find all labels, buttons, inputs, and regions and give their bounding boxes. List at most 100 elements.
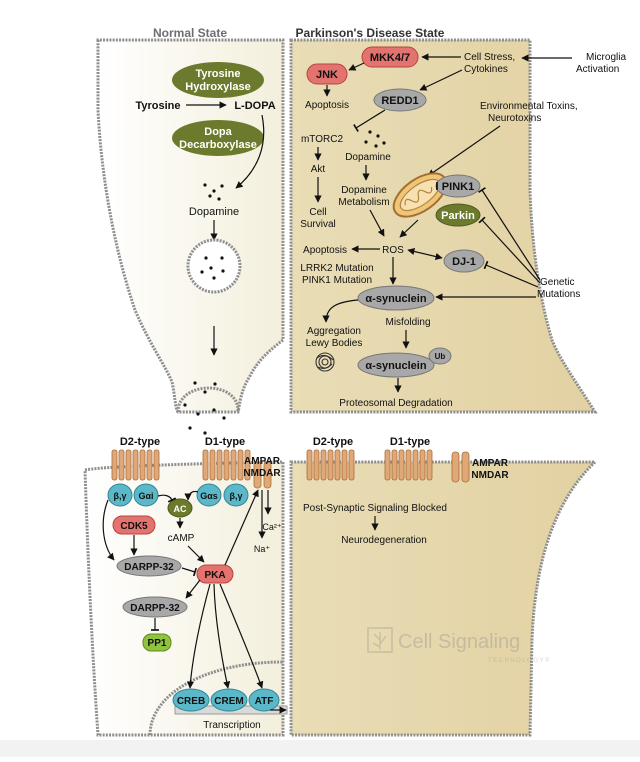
beta-gamma-node-1 <box>107 483 133 507</box>
apoptosis-label: Apoptosis <box>303 245 347 256</box>
header-pd: Parkinson's Disease State <box>296 26 445 40</box>
cdk5-label: CDK5 <box>120 521 148 532</box>
ca-label: Ca²⁺ <box>262 522 282 532</box>
aggregation-label-1: Aggregation <box>307 326 361 337</box>
camp-to-pka-arrow <box>187 545 205 563</box>
nucleus <box>148 660 284 736</box>
mkk-to-jnk-arrow <box>348 62 365 71</box>
dopa-decarboxylase-label-1: Dopa <box>204 126 232 138</box>
na-label: Na⁺ <box>254 544 271 554</box>
vesicle-dopamine-dots <box>200 256 225 280</box>
pink1-label: PINK1 <box>442 181 474 193</box>
nmdar-label-left: NMDAR <box>243 468 281 479</box>
jnk-node <box>306 63 348 85</box>
ros-label: ROS <box>382 245 404 256</box>
darpp32-label-2: DARPP-32 <box>130 603 180 614</box>
camp-label: cAMP <box>168 533 195 544</box>
ac-node <box>167 498 193 518</box>
beta-gamma-label-2: β,γ <box>230 491 243 501</box>
watermark-name: Cell Signaling <box>398 631 520 653</box>
darpp32-node-1 <box>116 555 182 577</box>
cell-stress-label-1: Cell Stress, <box>464 52 515 63</box>
genetic-mutations-label-2: Mutations <box>537 289 580 300</box>
jnk-label: JNK <box>316 69 338 81</box>
d1-type-label-right: D1-type <box>390 436 430 448</box>
cdk5-node <box>112 515 156 535</box>
d2-receptor-right <box>306 449 355 481</box>
synuclein-to-aggregation-arrow <box>322 299 359 323</box>
ub-tag <box>428 347 452 365</box>
crem-label: CREM <box>214 696 243 707</box>
creb-node <box>172 688 210 712</box>
atf-label: ATF <box>255 696 274 707</box>
cell-signaling-logo: Cell Signaling TECHNOLOGY® <box>367 627 549 664</box>
ldopa-label: L-DOPA <box>234 100 275 112</box>
released-dopamine-dots <box>183 381 226 435</box>
aggregation-label-2: Lewy Bodies <box>306 338 363 349</box>
dopamine-metabolism-label-1: Dopamine <box>341 185 387 196</box>
alpha-synuclein-ub-node <box>357 352 435 378</box>
dopamine-label-left: Dopamine <box>189 206 239 218</box>
beta-gamma-label-1: β,γ <box>114 491 127 501</box>
dj1-label: DJ-1 <box>452 256 476 268</box>
mutation-inhibits-parkin <box>478 216 541 284</box>
footer-band <box>0 740 640 757</box>
redd1-inhibits-mtorc2 <box>353 109 386 133</box>
pka-label: PKA <box>204 570 225 581</box>
postsynaptic-neuron-pd <box>289 460 599 737</box>
proteosomal-label: Proteosomal Degradation <box>339 398 452 409</box>
ampar-label-left: AMPAR <box>244 456 281 467</box>
tyrosine-hydroxylase-label-1: Tyrosine <box>195 68 240 80</box>
gas-activates-ac <box>184 490 199 501</box>
stress-to-redd1-arrow <box>419 69 463 91</box>
neurodegeneration-label: Neurodegeneration <box>341 535 427 546</box>
mitochondria-to-ros-arrow <box>399 219 419 238</box>
lrrk2-mutation-label-1: LRRK2 Mutation <box>300 263 373 274</box>
alpha-synuclein-ub-label: α-synuclein <box>365 360 426 372</box>
cell-stress-label-2: Cytokines <box>464 64 508 75</box>
pka-to-atf-arrow <box>219 583 264 689</box>
nmdar-label-right: NMDAR <box>471 470 509 481</box>
parkin-node <box>435 203 481 227</box>
g-alpha-i-node <box>133 483 159 507</box>
presynaptic-neuron-normal <box>96 38 285 414</box>
dopamine-dots <box>203 183 224 201</box>
header-normal: Normal State <box>153 26 227 40</box>
d2-type-label-left: D2-type <box>120 436 160 448</box>
transcription-label: Transcription <box>203 720 260 731</box>
mutation-inhibits-pink1 <box>478 187 541 281</box>
apoptosis-top-label: Apoptosis <box>305 100 349 111</box>
gai-inhibits-ac <box>157 494 177 503</box>
crem-node <box>210 688 248 712</box>
d2-receptor-left <box>111 449 160 481</box>
presynaptic-neuron-pd <box>289 38 598 414</box>
mutation-inhibits-dj1 <box>483 260 539 288</box>
d2-type-label-right: D2-type <box>313 436 353 448</box>
ampar-nmdar-channel-right <box>451 451 470 483</box>
tyrosine-label: Tyrosine <box>135 100 180 112</box>
ros-dj1-arrow <box>407 247 443 261</box>
synaptic-cleft-bump <box>176 386 240 413</box>
beta-gamma-node-2 <box>223 483 249 507</box>
pd-dopamine-dots <box>364 130 386 148</box>
d1-receptor-right <box>384 449 433 481</box>
mkk47-node <box>361 46 419 68</box>
redd1-node <box>373 88 427 112</box>
darpp32-label-1: DARPP-32 <box>124 562 174 573</box>
metabolism-to-ros-arrow <box>369 209 385 237</box>
dopa-decarboxylase-node <box>172 120 264 156</box>
microglia-label-1: Microglia <box>586 52 626 63</box>
lewy-body-icon <box>315 352 335 372</box>
tyrosine-hydroxylase-label-2: Hydroxylase <box>185 81 250 93</box>
dopamine-metabolism-label-2: Metabolism <box>338 197 389 208</box>
darpp-inhibits-pka <box>181 567 198 577</box>
g-alpha-s-node <box>196 483 222 507</box>
ampar-nmdar-channel-left <box>253 461 272 489</box>
toxins-to-mitochondria-arrow <box>427 125 501 177</box>
misfolding-label: Misfolding <box>385 317 430 328</box>
mkk47-label: MKK4/7 <box>370 52 410 64</box>
ub-label: Ub <box>435 352 446 361</box>
bg1-to-darpp-arrow <box>102 499 115 561</box>
